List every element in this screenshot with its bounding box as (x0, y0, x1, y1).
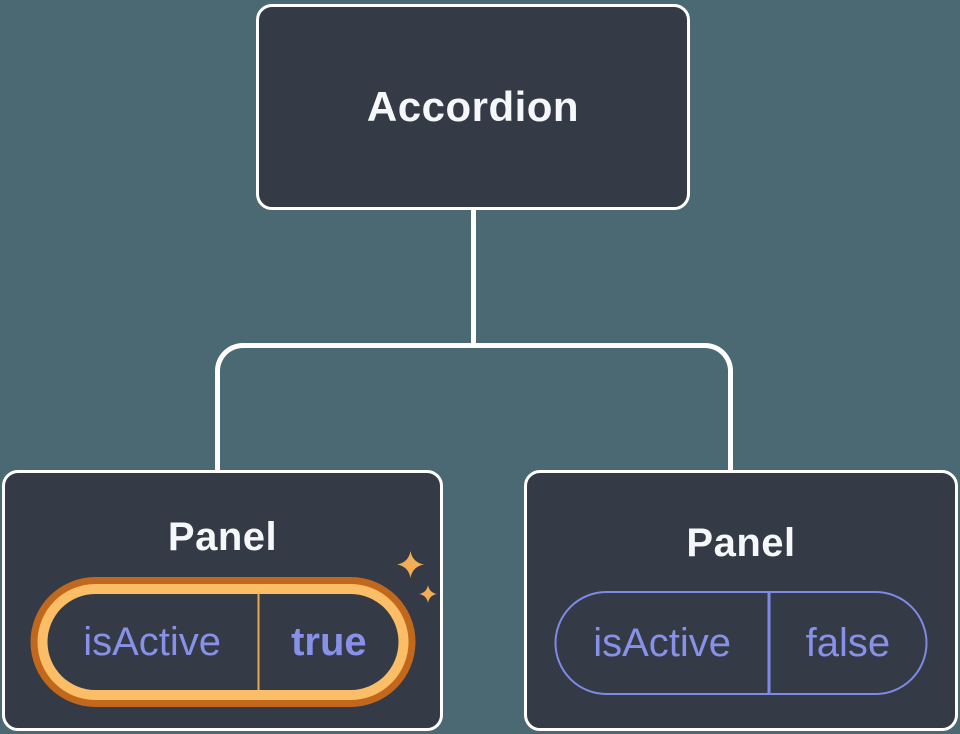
connector-branch-lines (215, 343, 733, 470)
prop-pill-inactive: isActive false (554, 591, 928, 695)
sparkle-icon-large (397, 551, 424, 578)
prop-divider (257, 594, 260, 690)
prop-pill-active-body: isActive true (47, 594, 398, 690)
accordion-node: Accordion (256, 4, 690, 210)
panel-title: Panel (167, 515, 278, 559)
panel-title: Panel (686, 521, 796, 565)
prop-value: false (805, 620, 891, 665)
prop-pill-active-gold-ring: isActive true (37, 584, 408, 700)
prop-name: isActive (83, 619, 221, 664)
panel-node-inactive: Panel isActive false (524, 470, 958, 731)
sparkle-icon-small (419, 585, 437, 603)
prop-divider (767, 593, 771, 693)
panel-node-active: Panel isActive true (2, 470, 443, 731)
prop-name: isActive (593, 620, 731, 665)
connector-stem-line (471, 210, 476, 347)
accordion-node-title: Accordion (366, 83, 580, 130)
prop-value: true (291, 619, 367, 664)
prop-pill-active: isActive true (30, 577, 415, 707)
